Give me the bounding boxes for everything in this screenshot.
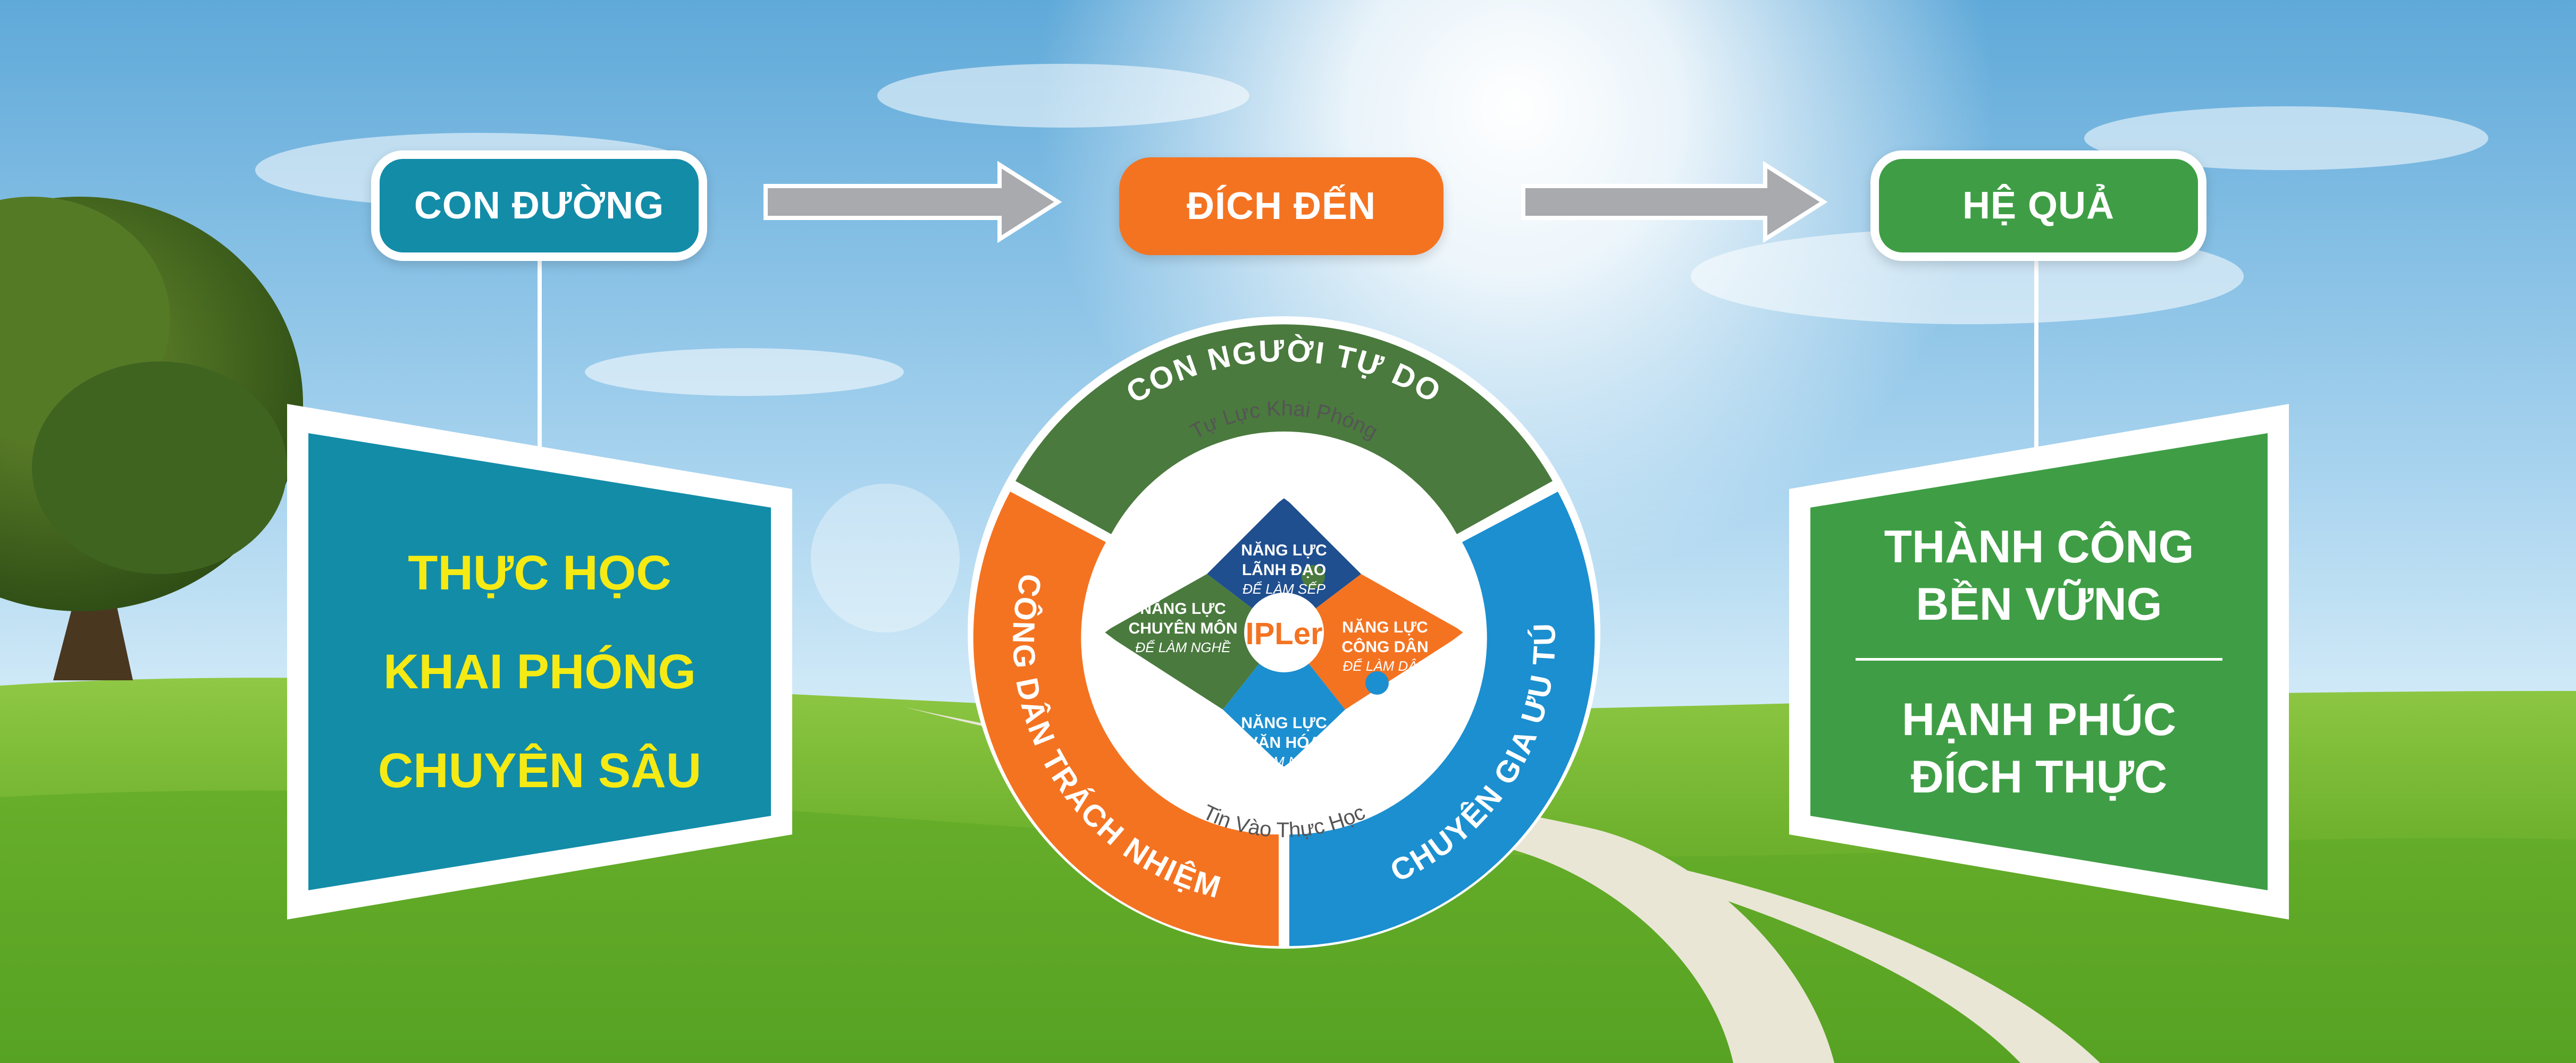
piece-top-label: NĂNG LỰC LÃNH ĐẠO ĐỂ LÀM SẾP (1241, 541, 1327, 597)
arc-left (973, 492, 1279, 946)
header-con-duong: CON ĐƯỜNG (371, 150, 707, 261)
tree (0, 197, 303, 680)
arc-top (1016, 324, 1553, 534)
left-panel-text: THỰC HỌC KHAI PHÓNG CHUYÊN SÂU (319, 524, 760, 820)
svg-text:VĂN HÓA: VĂN HÓA (1247, 733, 1321, 752)
dirt-road (904, 707, 1834, 1063)
right-panel-top-text: THÀNH CÔNG BỀN VỮNG (1818, 518, 2260, 633)
header-he-qua-label: HỆ QUẢ (1962, 184, 2115, 227)
header-he-qua: HỆ QUẢ (1870, 150, 2206, 261)
puzzle-diamond (1101, 495, 1467, 770)
svg-text:NĂNG LỰC: NĂNG LỰC (1241, 714, 1327, 732)
header-dich-den-label: ĐÍCH ĐẾN (1186, 185, 1376, 227)
wheel (968, 316, 1600, 949)
right-panel (1789, 404, 2289, 919)
svg-text:LÃNH ĐẠO: LÃNH ĐẠO (1242, 561, 1326, 579)
svg-text:CÔNG DÂN: CÔNG DÂN (1341, 638, 1428, 656)
left-panel (287, 404, 792, 919)
arc-right (1289, 492, 1595, 946)
piece-bottom (1223, 632, 1345, 768)
svg-text:NĂNG LỰC: NĂNG LỰC (1140, 600, 1226, 618)
piece-left-label: NĂNG LỰC CHUYÊN MÔN ĐỂ LÀM NGHỀ (1128, 600, 1237, 655)
right-panel-bottom-text: HẠNH PHÚC ĐÍCH THỰC (1818, 691, 2260, 806)
svg-text:CHUYÊN MÔN: CHUYÊN MÔN (1128, 619, 1237, 637)
svg-text:NĂNG LỰC: NĂNG LỰC (1342, 618, 1428, 636)
left-panel-line-3: CHUYÊN SÂU (377, 744, 702, 798)
left-panel-line-1: THỰC HỌC (408, 546, 672, 600)
arrow-2 (1521, 161, 1828, 243)
right-panel-bottom-line-1: HẠNH PHÚC (1902, 694, 2176, 745)
svg-text:ĐỂ LÀM DÂN: ĐỂ LÀM DÂN (1343, 658, 1428, 674)
right-panel-bottom-line-2: ĐÍCH THỰC (1910, 752, 2168, 803)
left-panel-line-2: KHAI PHÓNG (383, 645, 696, 699)
right-panel-top-line-2: BỀN VỮNG (1916, 579, 2162, 630)
header-con-duong-label: CON ĐƯỜNG (414, 184, 665, 227)
svg-text:NĂNG LỰC: NĂNG LỰC (1241, 541, 1327, 559)
piece-right (1284, 574, 1465, 710)
svg-text:ĐỂ LÀM NGƯỜI: ĐỂ LÀM NGƯỜI (1233, 754, 1335, 770)
svg-text:ĐỂ LÀM SẾP: ĐỂ LÀM SẾP (1243, 581, 1326, 597)
right-panel-top-line-1: THÀNH CÔNG (1884, 521, 2194, 572)
center-badge (1244, 593, 1324, 672)
piece-right-label: NĂNG LỰC CÔNG DÂN ĐỂ LÀM DÂN (1341, 618, 1428, 674)
arrow-1 (763, 161, 1062, 243)
piece-bottom-label: NĂNG LỰC VĂN HÓA ĐỂ LÀM NGƯỜI (1233, 714, 1335, 770)
svg-text:ĐỂ LÀM NGHỀ: ĐỂ LÀM NGHỀ (1135, 639, 1231, 655)
header-dich-den: ĐÍCH ĐẾN (1119, 157, 1444, 255)
piece-top (1207, 497, 1361, 632)
center-label: IPLer (1245, 617, 1322, 651)
piece-left (1103, 574, 1284, 710)
